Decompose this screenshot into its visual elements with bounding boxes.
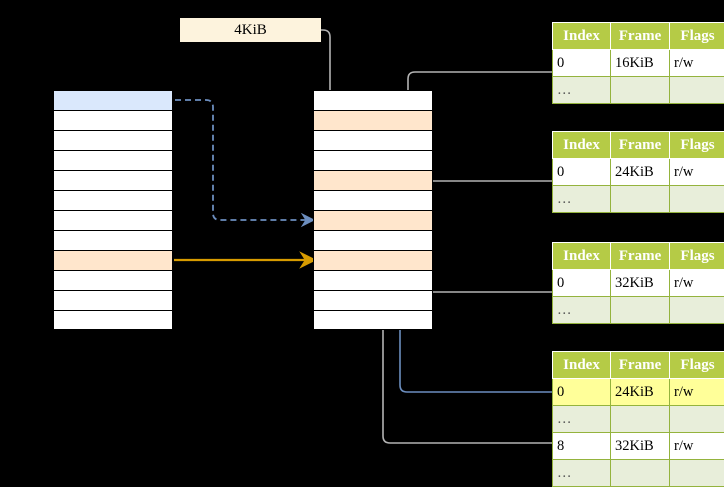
physical-frame-cell: [313, 270, 433, 290]
table-cell-flags: [670, 460, 724, 487]
column-header-index: Index: [553, 23, 611, 50]
table-cell-flags: r/w: [670, 433, 724, 460]
column-header-flags: Flags: [670, 23, 724, 50]
column-header-frame: Frame: [611, 132, 670, 159]
wire-table2-to-frame: [418, 181, 552, 216]
physical-frame-cell: [313, 310, 433, 330]
column-header-flags: Flags: [670, 352, 724, 379]
table-cell-frame: [611, 77, 670, 104]
column-header-frame: Frame: [611, 23, 670, 50]
virtual-page-cell: [53, 130, 173, 150]
table-cell-flags: r/w: [670, 159, 724, 186]
virtual-page-cell: [53, 270, 173, 290]
column-header-index: Index: [553, 352, 611, 379]
virtual-page-cell: [53, 190, 173, 210]
wire-virtual-blue-dashed: [175, 100, 308, 220]
table-cell-frame: 24KiB: [611, 379, 670, 406]
virtual-page-cell: [53, 250, 173, 270]
table-cell-index: 0: [553, 379, 611, 406]
physical-frame-cell: [313, 210, 433, 230]
virtual-page-cell: [53, 230, 173, 250]
table-cell-index: 0: [553, 159, 611, 186]
column-header-frame: Frame: [611, 243, 670, 270]
virtual-page-cell: [53, 90, 173, 110]
physical-frame-cell: [313, 150, 433, 170]
column-header-flags: Flags: [670, 132, 724, 159]
table-cell-index: …: [553, 297, 611, 324]
table-cell-flags: [670, 186, 724, 213]
virtual-page-cell: [53, 290, 173, 310]
table-row: …: [553, 406, 724, 433]
table-cell-flags: [670, 77, 724, 104]
table-cell-index: 0: [553, 50, 611, 77]
table-row: …: [553, 77, 724, 104]
table-cell-index: 8: [553, 433, 611, 460]
virtual-page-cell: [53, 210, 173, 230]
table-cell-flags: r/w: [670, 379, 724, 406]
physical-frame-cell: [313, 190, 433, 210]
table-cell-frame: 16KiB: [611, 50, 670, 77]
table-cell-flags: r/w: [670, 270, 724, 297]
table-cell-frame: [611, 460, 670, 487]
physical-memory-column: [313, 90, 433, 330]
physical-frame-cell: [313, 170, 433, 190]
physical-frame-cell: [313, 90, 433, 110]
table-cell-index: …: [553, 77, 611, 104]
table-cell-index: …: [553, 186, 611, 213]
virtual-page-cell: [53, 110, 173, 130]
column-header-index: Index: [553, 132, 611, 159]
physical-frame-cell: [313, 250, 433, 270]
table-cell-index: 0: [553, 270, 611, 297]
table-cell-frame: 24KiB: [611, 159, 670, 186]
table-cell-frame: 32KiB: [611, 270, 670, 297]
virtual-page-cell: [53, 150, 173, 170]
column-header-flags: Flags: [670, 243, 724, 270]
table-cell-frame: 32KiB: [611, 433, 670, 460]
table-cell-frame: [611, 406, 670, 433]
table-cell-frame: [611, 186, 670, 213]
column-header-frame: Frame: [611, 352, 670, 379]
table-cell-flags: [670, 297, 724, 324]
table-cell-frame: [611, 297, 670, 324]
physical-frame-cell: [313, 130, 433, 150]
table-row: …: [553, 460, 724, 487]
page-size-label: 4KiB: [180, 18, 321, 42]
physical-frame-cell: [313, 230, 433, 250]
physical-frame-cell: [313, 110, 433, 130]
virtual-page-cell: [53, 310, 173, 330]
virtual-page-cell: [53, 170, 173, 190]
table-row: …: [553, 186, 724, 213]
virtual-address-space-column: [53, 90, 173, 330]
physical-frame-cell: [313, 290, 433, 310]
table-cell-flags: r/w: [670, 50, 724, 77]
table-row: …: [553, 297, 724, 324]
column-header-index: Index: [553, 243, 611, 270]
table-cell-flags: [670, 406, 724, 433]
table-cell-index: …: [553, 460, 611, 487]
table-cell-index: …: [553, 406, 611, 433]
